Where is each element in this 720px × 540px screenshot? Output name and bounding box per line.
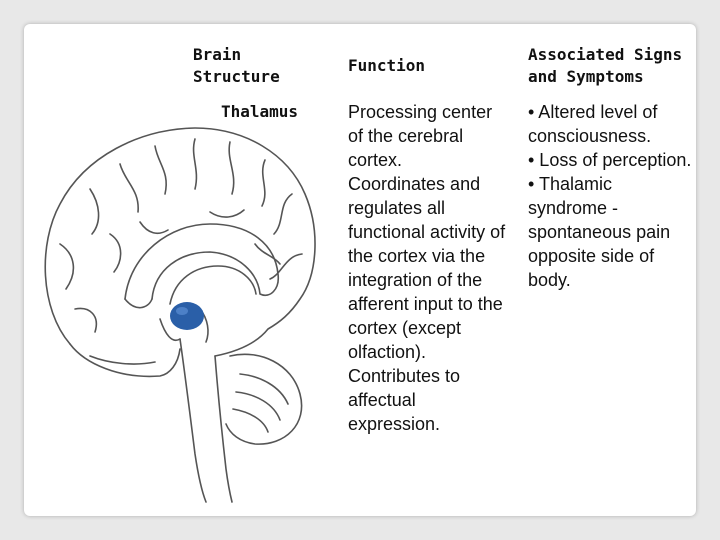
row-function-text: Processing center of the cerebral cortex… (348, 102, 506, 434)
corpus-callosum (124, 223, 280, 300)
thalamus-highlight (170, 302, 204, 330)
cerebellum (225, 353, 303, 445)
cortex-outline (44, 127, 316, 357)
slide: Brain Structure Function Associated Sign… (24, 24, 696, 516)
header-brain-structure: Brain Structure (193, 45, 280, 86)
brain-illustration (44, 127, 316, 503)
row-signs-text: • Altered level of consciousness. • Loss… (528, 102, 692, 290)
brainstem (179, 338, 207, 503)
header-function: Function (348, 56, 426, 75)
header-associated-signs: Associated Signs and Symptoms (528, 45, 683, 86)
row-structure-thalamus: Thalamus (221, 102, 299, 121)
